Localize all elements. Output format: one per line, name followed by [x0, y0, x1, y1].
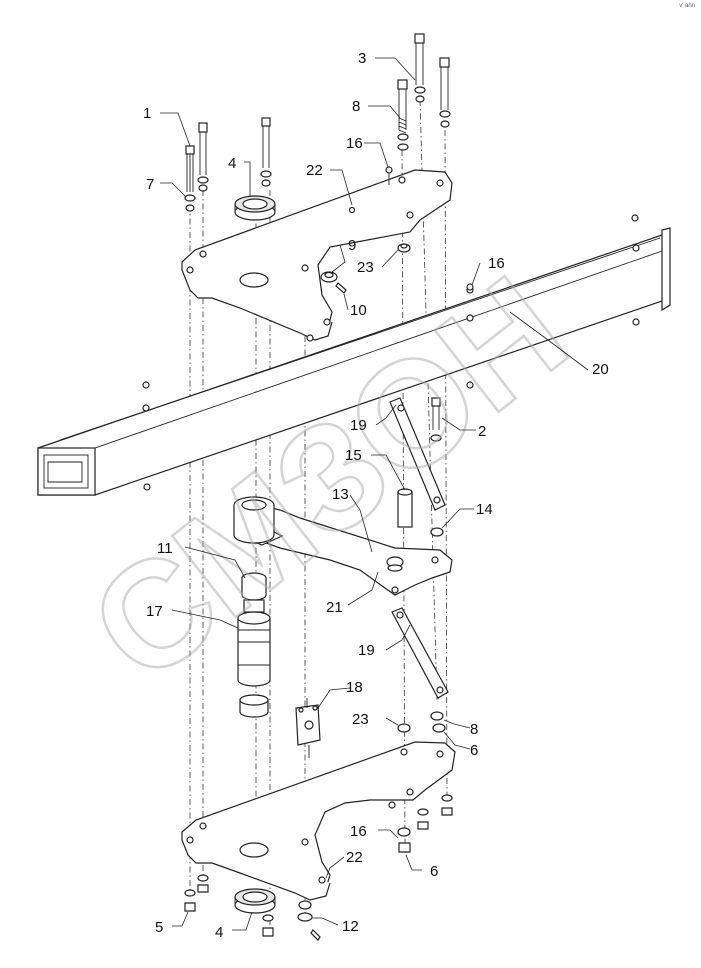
callout-15: 15: [345, 447, 362, 464]
callout-8-lower: 8: [470, 721, 478, 738]
callout-6-upper: 6: [470, 742, 478, 759]
callout-19-upper: 19: [350, 417, 367, 434]
callout-4-lower: 4: [215, 924, 223, 941]
callout-14: 14: [476, 501, 493, 518]
upper-bolts: [184, 33, 451, 212]
lever-assembly: [233, 397, 453, 699]
callout-23-upper: 23: [357, 259, 374, 276]
callout-18: 18: [346, 679, 363, 696]
callout-21: 21: [326, 599, 343, 616]
callout-6-lower: 6: [430, 863, 438, 880]
callout-labels: 1 2 3 4 4 5 6 6 7 8 8 9 10 11 12 13 14 1…: [143, 50, 609, 941]
callout-8-upper: 8: [352, 98, 360, 115]
bushing-ring-lower: [234, 888, 276, 914]
lower-plate: [181, 741, 456, 901]
callout-16-lower: 16: [350, 823, 367, 840]
callout-23-lower: 23: [352, 711, 369, 728]
callout-1: 1: [143, 105, 151, 122]
callout-19-lower: 19: [358, 642, 375, 659]
lower-fasteners: [184, 794, 453, 941]
callout-3: 3: [358, 50, 366, 67]
callout-5: 5: [155, 919, 163, 936]
shaft-assembly: [237, 572, 271, 718]
leader-lines: [160, 57, 589, 931]
callout-20: 20: [592, 361, 609, 378]
frame-beam: [37, 214, 671, 496]
callout-11: 11: [157, 540, 173, 557]
callout-12: 12: [342, 918, 359, 935]
callout-4-upper: 4: [228, 155, 236, 172]
callout-10: 10: [350, 302, 367, 319]
callout-22-lower: 22: [346, 849, 363, 866]
callout-7: 7: [146, 176, 154, 193]
lower-washers: [397, 711, 446, 733]
callout-17: 17: [146, 603, 163, 620]
corner-mark: v′ ann: [679, 3, 695, 9]
upper-plate: [181, 169, 453, 341]
pin-part: [295, 698, 321, 758]
callout-9: 9: [348, 237, 356, 254]
callout-22-upper: 22: [306, 162, 323, 179]
callout-13: 13: [332, 486, 349, 503]
callout-2: 2: [478, 423, 486, 440]
bushing-ring-upper: [234, 195, 276, 221]
callout-16-upper: 16: [346, 135, 363, 152]
callout-16-right: 16: [488, 255, 505, 272]
upper-small-parts: [320, 166, 474, 294]
